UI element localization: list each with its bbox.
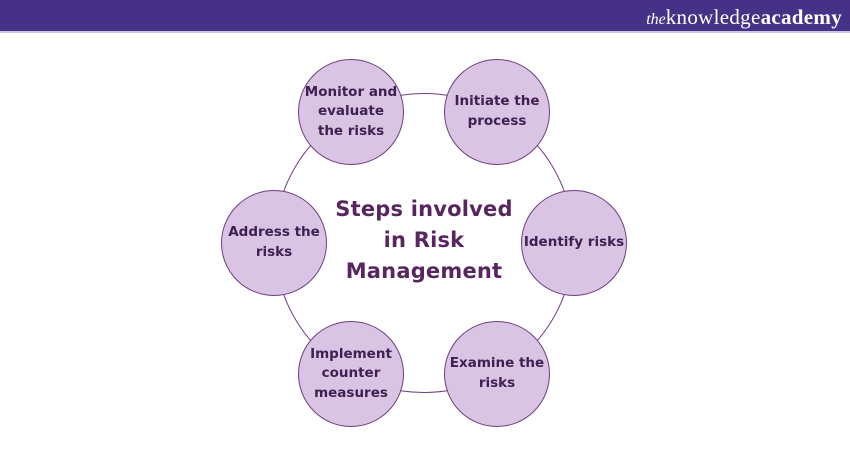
logo-text-academy: academy <box>760 5 842 29</box>
diagram-title: Steps involved in Risk Management <box>335 197 513 283</box>
step-node-address-the-risks: Address the risks <box>221 190 327 296</box>
step-node-implement-counter-measures: Implement counter measures <box>298 321 404 427</box>
step-node-identify-risks: Identify risks <box>521 190 627 296</box>
step-node-examine-the-risks: Examine the risks <box>444 321 550 427</box>
logo-text-knowledge: knowledge <box>665 5 761 29</box>
logo-text-the: the <box>646 11 666 28</box>
step-node-initiate-the-process: Initiate the process <box>444 59 550 165</box>
step-node-monitor-and-evaluate-the-risks: Monitor and evaluate the risks <box>298 59 404 165</box>
